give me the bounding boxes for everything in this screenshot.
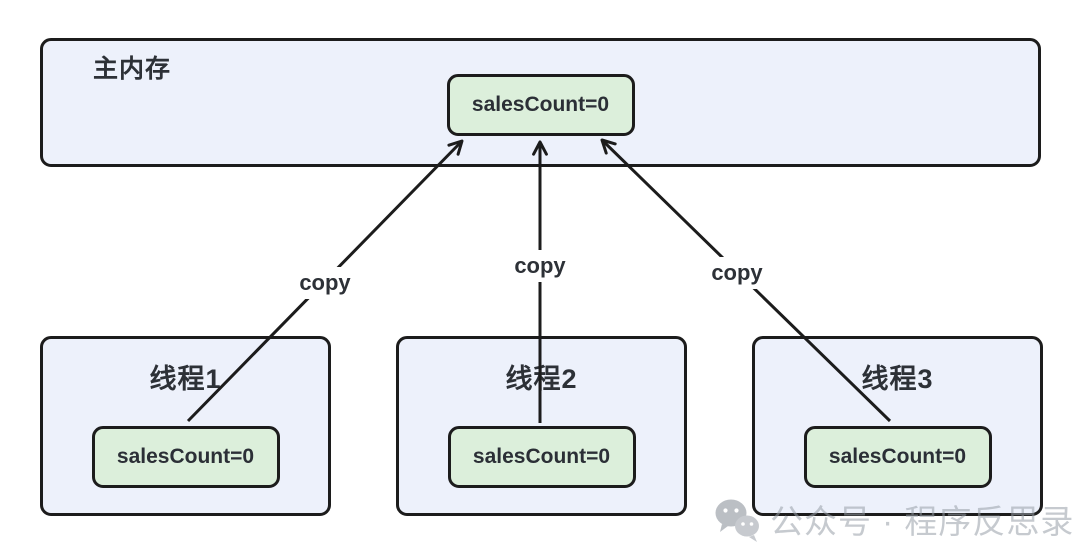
thread-3-variable-value: salesCount=0	[828, 445, 967, 468]
thread-1-box: 线程1 salesCount=0	[40, 336, 331, 516]
copy-label-2: copy	[506, 250, 574, 282]
watermark-text: 公众号 · 程序反思录	[770, 503, 1075, 540]
copy-label-3: copy	[703, 257, 771, 289]
main-memory-title: 主内存	[93, 55, 172, 83]
main-memory-variable-value: salesCount=0	[471, 93, 610, 116]
wechat-icon	[715, 499, 759, 542]
thread-1-variable-chip: salesCount=0	[91, 426, 280, 488]
thread-3-title: 线程3	[861, 364, 934, 394]
main-memory-variable-chip: salesCount=0	[446, 74, 635, 136]
watermark: 公众号 · 程序反思录	[712, 494, 1074, 544]
thread-2-variable-value: salesCount=0	[472, 445, 611, 468]
thread-2-title: 线程2	[505, 364, 578, 394]
thread-1-variable-value: salesCount=0	[116, 445, 255, 468]
thread-3-variable-chip: salesCount=0	[803, 426, 992, 488]
thread-3-box: 线程3 salesCount=0	[752, 336, 1043, 516]
thread-2-box: 线程2 salesCount=0	[396, 336, 687, 516]
main-memory-box: 主内存 salesCount=0	[40, 38, 1041, 167]
thread-1-title: 线程1	[149, 364, 222, 394]
thread-2-variable-chip: salesCount=0	[447, 426, 636, 488]
copy-label-1: copy	[291, 267, 359, 299]
